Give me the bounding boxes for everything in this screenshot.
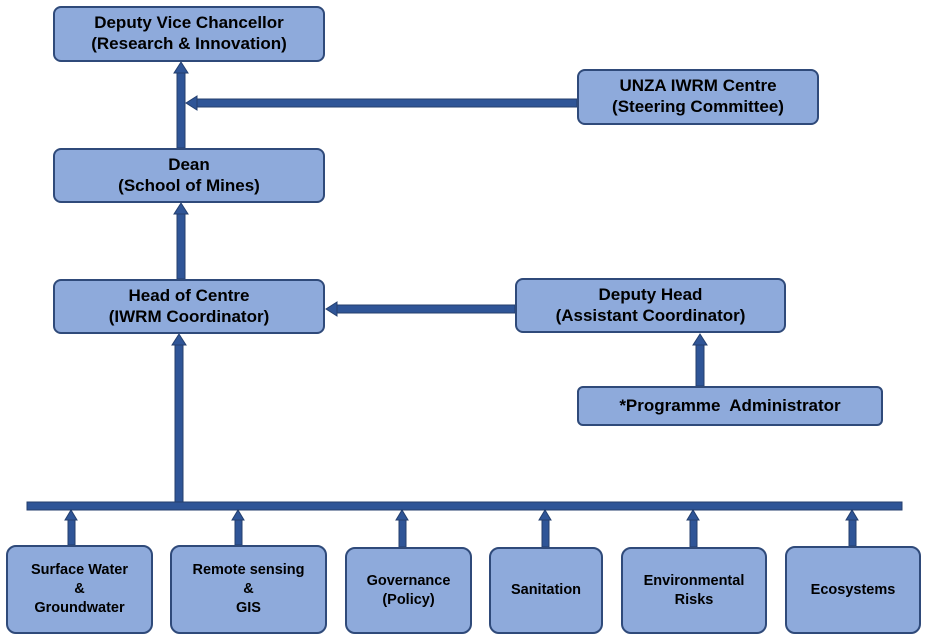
node-title: *Programme Administrator: [619, 395, 841, 415]
unit-line: Governance: [366, 572, 451, 589]
unit-line: &: [74, 581, 85, 598]
arrowhead-unit-5: [686, 509, 700, 521]
arrow-unit-6: [848, 518, 857, 547]
node-head-of-centre: Head of Centre (IWRM Coordinator): [53, 279, 325, 334]
unit-line: GIS: [236, 599, 261, 616]
arrow-unit-3: [398, 518, 407, 548]
arrow-head-to-dean: [176, 212, 186, 280]
arrowhead-head-side: [325, 301, 338, 317]
unit-surface-water-groundwater: Surface Water & Groundwater: [6, 545, 153, 634]
unit-line: Ecosystems: [810, 581, 896, 598]
arrowhead-steering: [185, 95, 198, 111]
node-programme-administrator: *Programme Administrator: [577, 386, 883, 426]
arrowhead-dean: [173, 202, 189, 215]
arrow-unit-5: [689, 518, 698, 548]
node-subtitle: (Research & Innovation): [91, 34, 287, 53]
node-subtitle: (Steering Committee): [612, 97, 784, 116]
unit-line: (Policy): [382, 591, 435, 608]
node-title: Deputy Vice Chancellor: [94, 13, 284, 33]
unit-ecosystems: Ecosystems: [785, 546, 921, 634]
arrowhead-unit-6: [845, 509, 859, 521]
node-subtitle: (Assistant Coordinator): [555, 305, 746, 325]
unit-line: &: [243, 581, 254, 598]
unit-bus-line: [26, 501, 903, 511]
arrow-dean-to-dvc: [176, 71, 186, 149]
arrowhead-unit-2: [231, 509, 245, 521]
node-subtitle: (IWRM Coordinator): [108, 306, 270, 326]
unit-line: Sanitation: [510, 582, 582, 599]
node-steering-committee: UNZA IWRM Centre (Steering Committee): [577, 69, 819, 125]
unit-remote-sensing-gis: Remote sensing & GIS: [170, 545, 327, 634]
node-deputy-vice-chancellor: Deputy Vice Chancellor (Research & Innov…: [53, 6, 325, 62]
unit-governance-policy: Governance (Policy): [345, 547, 472, 634]
node-subtitle: (School of Mines): [118, 175, 260, 195]
arrowhead-unit-3: [395, 509, 409, 521]
arrow-bus-to-head: [174, 343, 184, 503]
arrowhead-unit-4: [538, 509, 552, 521]
arrow-unit-1: [67, 518, 76, 546]
unit-sanitation: Sanitation: [489, 547, 603, 634]
node-dean: Dean (School of Mines): [53, 148, 325, 203]
unit-line: Remote sensing: [192, 562, 305, 579]
arrowhead-unit-1: [64, 509, 78, 521]
unit-line: Groundwater: [34, 599, 125, 616]
arrow-admin-to-deputy: [695, 343, 705, 387]
arrow-deputy-to-head: [335, 304, 516, 314]
arrowhead-dvc: [173, 61, 189, 74]
arrow-steering-to-line: [195, 98, 578, 108]
unit-environmental-risks: Environmental Risks: [621, 547, 767, 634]
arrow-unit-2: [234, 518, 243, 546]
node-title: Head of Centre: [128, 285, 250, 305]
node-deputy-head: Deputy Head (Assistant Coordinator): [515, 278, 786, 333]
arrowhead-head-bottom: [171, 333, 187, 346]
unit-line: Risks: [674, 591, 714, 608]
node-title: UNZA IWRM Centre: [619, 76, 777, 96]
node-title: Dean: [168, 154, 210, 174]
unit-line: Surface Water: [31, 562, 128, 579]
arrowhead-deputy: [692, 333, 708, 346]
arrow-unit-4: [541, 518, 550, 548]
unit-line: Environmental: [643, 572, 745, 589]
node-title: Deputy Head: [598, 284, 703, 304]
